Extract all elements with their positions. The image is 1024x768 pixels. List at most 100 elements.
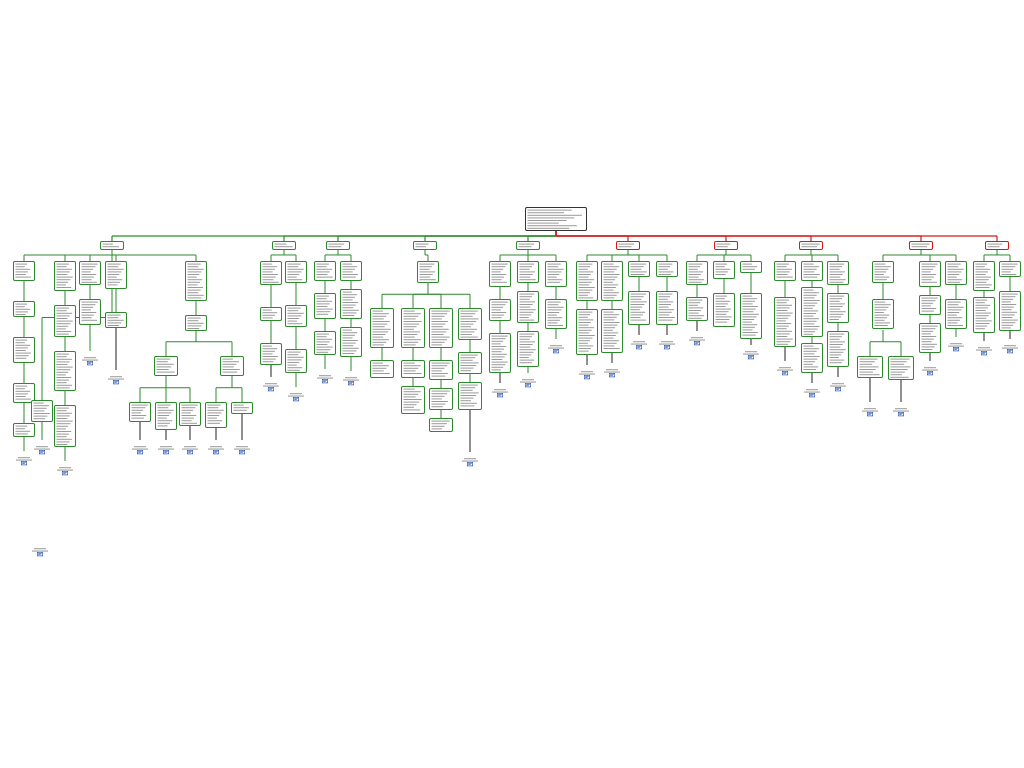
argument-node[interactable]	[31, 400, 53, 422]
argument-node[interactable]	[686, 297, 708, 321]
document-icon[interactable]	[238, 440, 246, 455]
document-icon[interactable]	[608, 363, 616, 378]
argument-node[interactable]	[999, 291, 1021, 331]
document-icon[interactable]	[466, 452, 474, 467]
argument-node[interactable]	[314, 293, 336, 319]
argument-node[interactable]	[285, 305, 307, 327]
argument-node[interactable]	[105, 312, 127, 328]
argument-node[interactable]	[13, 261, 35, 281]
document-icon[interactable]	[212, 440, 220, 455]
document-icon[interactable]	[926, 361, 934, 376]
argument-node[interactable]	[105, 261, 127, 289]
argument-node[interactable]	[517, 291, 539, 323]
argument-node[interactable]	[155, 402, 177, 430]
document-icon[interactable]	[552, 339, 560, 354]
argument-node[interactable]	[260, 343, 282, 365]
document-icon[interactable]	[663, 335, 671, 350]
document-icon[interactable]	[635, 335, 643, 350]
document-icon[interactable]	[267, 377, 275, 392]
argument-node[interactable]	[340, 289, 362, 319]
document-icon[interactable]	[781, 361, 789, 376]
argument-node[interactable]	[154, 356, 178, 376]
argument-node[interactable]	[429, 418, 453, 432]
argument-node[interactable]	[827, 331, 849, 367]
document-icon[interactable]	[583, 365, 591, 380]
branch-node-4[interactable]	[413, 241, 437, 250]
document-icon[interactable]	[347, 371, 355, 386]
argument-node[interactable]	[340, 327, 362, 357]
argument-node[interactable]	[13, 337, 35, 363]
argument-node[interactable]	[827, 293, 849, 323]
argument-node[interactable]	[999, 261, 1021, 277]
argument-node[interactable]	[489, 261, 511, 287]
argument-node[interactable]	[713, 261, 735, 279]
argument-node[interactable]	[919, 261, 941, 287]
argument-node[interactable]	[774, 297, 796, 347]
argument-node[interactable]	[945, 299, 967, 329]
argument-node[interactable]	[656, 291, 678, 325]
document-icon[interactable]	[834, 377, 842, 392]
root-node[interactable]	[525, 207, 587, 231]
argument-node[interactable]	[576, 309, 598, 355]
argument-node[interactable]	[260, 261, 282, 285]
argument-node[interactable]	[401, 308, 425, 348]
document-icon[interactable]	[808, 383, 816, 398]
argument-node[interactable]	[429, 360, 453, 380]
argument-node[interactable]	[545, 299, 567, 329]
argument-node[interactable]	[13, 383, 35, 403]
document-icon[interactable]	[980, 341, 988, 356]
argument-node[interactable]	[628, 291, 650, 325]
argument-node[interactable]	[285, 261, 307, 283]
argument-node[interactable]	[827, 261, 849, 285]
argument-node[interactable]	[231, 402, 253, 414]
branch-node-2[interactable]	[272, 241, 296, 250]
document-icon[interactable]	[86, 351, 94, 366]
document-icon[interactable]	[38, 440, 46, 455]
document-icon[interactable]	[1006, 339, 1014, 354]
argument-node[interactable]	[945, 261, 967, 285]
argument-node[interactable]	[314, 331, 336, 355]
argument-node[interactable]	[260, 307, 282, 321]
argument-node[interactable]	[973, 297, 995, 333]
argument-node[interactable]	[129, 402, 151, 422]
argument-node[interactable]	[740, 293, 762, 339]
argument-node[interactable]	[919, 295, 941, 315]
argument-node[interactable]	[801, 261, 823, 281]
argument-node[interactable]	[774, 261, 796, 281]
argument-node[interactable]	[285, 349, 307, 373]
branch-node-8[interactable]	[799, 241, 823, 250]
argument-node[interactable]	[370, 308, 394, 348]
argument-node[interactable]	[458, 352, 482, 374]
argument-node[interactable]	[54, 305, 76, 337]
argument-node[interactable]	[628, 261, 650, 277]
argument-node[interactable]	[417, 261, 439, 283]
argument-node[interactable]	[401, 386, 425, 414]
argument-node[interactable]	[340, 261, 362, 281]
argument-node[interactable]	[517, 261, 539, 283]
branch-node-10[interactable]	[985, 241, 1009, 250]
document-icon[interactable]	[136, 440, 144, 455]
document-icon[interactable]	[36, 542, 44, 557]
branch-node-7[interactable]	[714, 241, 738, 250]
argument-node[interactable]	[740, 261, 762, 273]
argument-node[interactable]	[857, 356, 883, 378]
argument-node[interactable]	[686, 261, 708, 285]
branch-node-5[interactable]	[516, 241, 540, 250]
argument-node[interactable]	[185, 315, 207, 331]
argument-node[interactable]	[517, 331, 539, 367]
argument-node[interactable]	[576, 261, 598, 301]
argument-node[interactable]	[601, 309, 623, 353]
document-icon[interactable]	[112, 370, 120, 385]
argument-node[interactable]	[54, 261, 76, 291]
argument-node[interactable]	[601, 261, 623, 301]
branch-node-3[interactable]	[326, 241, 350, 250]
argument-node[interactable]	[429, 308, 453, 348]
document-icon[interactable]	[952, 337, 960, 352]
argument-node[interactable]	[872, 299, 894, 329]
argument-node[interactable]	[205, 402, 227, 428]
argument-node[interactable]	[13, 423, 35, 437]
document-icon[interactable]	[524, 373, 532, 388]
argument-node[interactable]	[54, 351, 76, 391]
argument-node[interactable]	[220, 356, 244, 376]
argument-node[interactable]	[713, 293, 735, 327]
